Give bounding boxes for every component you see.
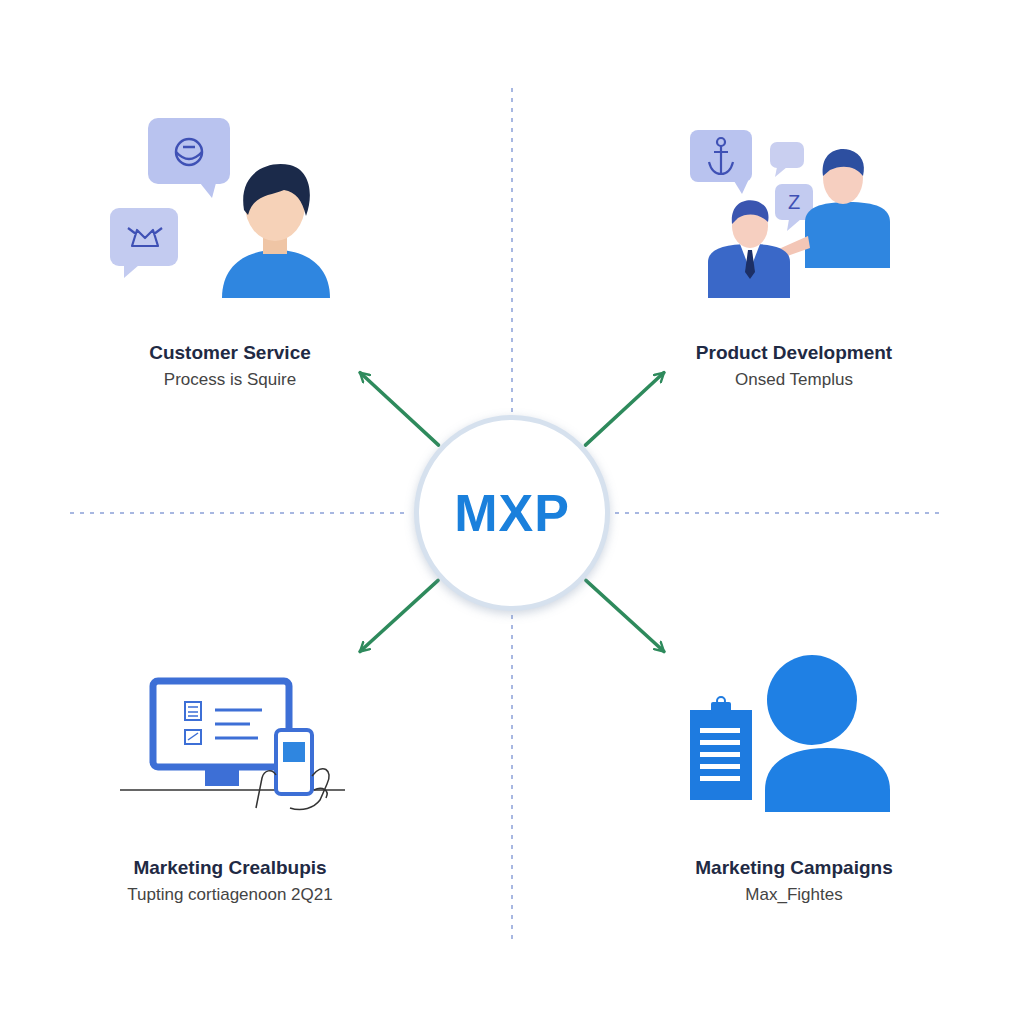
- hub-circle: MXP: [414, 415, 610, 611]
- section-subtitle: Tupting cortiagenoon 2Q21: [127, 884, 332, 906]
- quadrant-divider: [70, 88, 940, 940]
- section-title: Product Development: [696, 341, 892, 365]
- section-title: Customer Service: [149, 341, 311, 365]
- development-group: Product DevelopmentOnsed Templus: [664, 105, 924, 400]
- hub-label: MXP: [454, 483, 570, 543]
- connector-arrow: [360, 373, 439, 446]
- text-block: Customer ServiceProcess is Squire: [100, 341, 360, 391]
- campaign-icon: [690, 655, 890, 812]
- text-block: Marketing CampaignsMax_Fightes: [664, 856, 924, 906]
- section-title: Marketing Crealbupis: [133, 856, 326, 880]
- bubble-letter: Z: [775, 184, 813, 220]
- marketing-group: Marketing CrealbupisTupting cortiagenoon…: [100, 625, 360, 915]
- product-development-icon: [690, 130, 890, 298]
- campaign-group: Marketing CampaignsMax_Fightes: [664, 625, 924, 915]
- section-title: Marketing Campaigns: [695, 856, 892, 880]
- section-subtitle: Process is Squire: [164, 369, 296, 391]
- section-subtitle: Onsed Templus: [735, 369, 853, 391]
- section-subtitle: Max_Fightes: [745, 884, 842, 906]
- service-group: Customer ServiceProcess is Squire: [100, 105, 360, 400]
- marketing-devices-icon: [120, 681, 345, 810]
- text-block: Marketing CrealbupisTupting cortiagenoon…: [100, 856, 360, 906]
- text-block: Product DevelopmentOnsed Templus: [664, 341, 924, 391]
- connector-arrow: [585, 373, 664, 446]
- connector-arrow: [360, 580, 438, 651]
- connector-arrow: [586, 580, 664, 651]
- customer-service-icon: [110, 118, 330, 298]
